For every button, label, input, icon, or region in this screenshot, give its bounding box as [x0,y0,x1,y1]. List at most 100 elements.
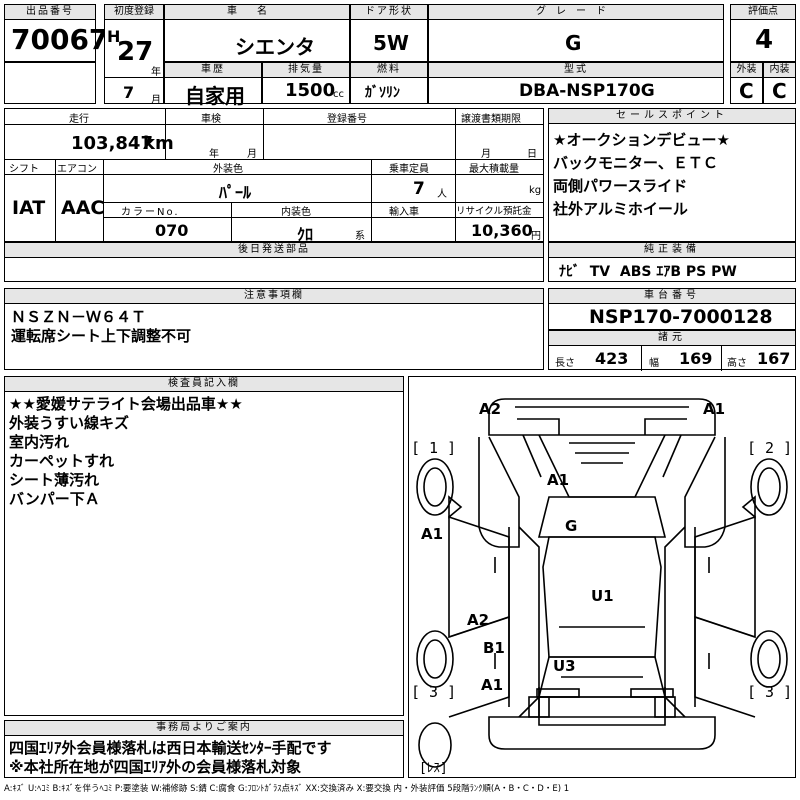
section-bracket: [ 3 ] [747,683,793,701]
later-parts-label: 後日発送部品 [5,243,543,258]
grade-box: グレード G [428,4,724,62]
sales-points-label: セールスポイント [549,109,795,124]
int-color-label: 内装色 [281,207,311,218]
equipment-box: 純正装備 ﾅﾋﾞ TV ABS ｴｱB PS PW [548,242,796,282]
lot-blank-box [4,62,96,104]
import-label: 輸入車 [389,207,419,218]
mileage-unit: km [143,133,174,154]
history-box: 車歴 自家用 [164,62,262,108]
first-registration-label: 初度登録 [105,5,163,20]
year-unit: 年 [151,67,161,78]
note-line: ＮＳＺＮ－Ｗ６４Ｔ [11,308,147,326]
score-label: 評価点 [731,5,795,20]
score: 4 [755,25,774,55]
era: H [107,27,121,46]
damage-mark: A2 [467,611,490,629]
month-unit: 月 [151,95,161,106]
max-load-unit: kg [529,185,542,196]
section-bracket: [ 3 ] [411,683,457,701]
int-color: ｸﾛ [297,225,314,244]
damage-mark: A1 [703,400,726,418]
inspector-line: カーペットすれ [9,452,115,470]
score-box: 評価点 4 [730,4,796,62]
inspection-year-unit: 年 [209,149,219,160]
sales-point: 両側パワースライド [553,177,688,195]
damage-diagram: A2 A1 A1 G A1 U1 A2 B1 U3 A1 [ 1 ] [ 2 ]… [408,376,796,778]
car-name: シエンタ [235,35,315,59]
note-line: 運転席シート上下調整不可 [11,327,192,345]
door-label: ドア形状 [351,5,427,20]
lot-number-box: 出品番号 70067 [4,4,108,62]
car-outline-diagram [416,398,788,768]
details-table: 走行 車検 登録番号 譲渡書類期限 103,847 km 年 月 月 日 シフト… [4,108,544,244]
int-grade: C [772,79,787,103]
grade: G [565,31,582,55]
damage-mark: U3 [553,657,576,675]
damage-mark: B1 [483,639,505,657]
inspector-line: 外装うすい線キズ [9,414,130,432]
capacity: 7 [413,179,425,199]
shift-label: シフト [9,164,39,175]
first-registration-box: 初度登録 H 27 年 7 月 [104,4,164,106]
length: 423 [595,349,629,368]
transfer-day-unit: 日 [527,149,537,160]
inspector-line: バンパー下Ａ [9,490,100,508]
width-label: 幅 [649,358,659,369]
sales-point: ★オークションデビュー★ [553,131,730,149]
shift: IAT [12,197,46,219]
capacity-unit: 人 [437,189,447,200]
office-line: 四国ｴﾘｱ外会員様落札は西日本輸送ｾﾝﾀｰ手配です [9,739,332,757]
inspector-line: ★★愛媛サテライト会場出品車★★ [9,395,243,413]
height: 167 [757,349,791,368]
mileage-label: 走行 [69,114,89,125]
notes-box: 注意事項欄 ＮＳＺＮ－Ｗ６４Ｔ 運転席シート上下調整不可 [4,288,544,370]
ext-color: ﾊﾟｰﾙ [219,183,252,202]
notes-label: 注意事項欄 [5,289,543,304]
inspector-line: シート薄汚れ [9,471,100,489]
reg-year: 27 [117,37,154,67]
color-no-label: カラーNo. [121,207,180,218]
door-box: ドア形状 5W [350,4,428,62]
damage-mark: U1 [591,587,614,605]
equipment-label: 純正装備 [549,243,795,258]
ext-color-label: 外装色 [213,164,243,175]
sales-point: 社外アルミホイール [553,200,688,218]
office-box: 事務局よりご案内 四国ｴﾘｱ外会員様落札は西日本輸送ｾﾝﾀｰ手配です ※本社所在… [4,720,404,778]
car-name-label: 車名 [165,5,349,20]
damage-mark: A1 [421,525,444,543]
chassis-box: 車台番号 NSP170-7000128 [548,288,796,330]
max-load-label: 最大積載量 [469,164,519,175]
length-label: 長さ [555,358,575,369]
lot-number-label: 出品番号 [5,5,95,20]
reg-month: 7 [123,83,135,102]
reg-no-label: 登録番号 [327,114,367,125]
later-parts-box: 後日発送部品 [4,242,544,282]
car-name-box: 車名 シエンタ [164,4,350,62]
recycle: 10,360 [471,221,533,240]
sales-point: バックモニター、ＥＴＣ [553,154,718,172]
model-label: 型式 [429,63,723,78]
displacement: 1500 [285,80,336,101]
mileage: 103,847 [71,133,153,154]
inspector-line: 室内汚れ [9,433,70,451]
inspector-box: 検査員記入欄 ★★愛媛サテライト会場出品車★★ 外装うすい線キズ 室内汚れ カー… [4,376,404,716]
history-label: 車歴 [165,63,261,78]
aircon: AAC [61,197,105,219]
color-no: 070 [155,221,189,240]
inspector-label: 検査員記入欄 [5,377,403,392]
chassis-number: NSP170-7000128 [589,306,773,328]
ext-grade-box: 外装 C [730,62,763,104]
ext-grade-label: 外装 [731,63,762,78]
recycle-unit: 円 [531,231,541,242]
displacement-label: 排気量 [263,63,349,78]
damage-mark: A2 [479,400,502,418]
width: 169 [679,349,713,368]
capacity-label: 乗車定員 [389,164,429,175]
height-label: 高さ [727,358,747,369]
model-code: DBA-NSP170G [519,81,655,101]
fuel: ｶﾞｿﾘﾝ [365,85,400,101]
section-bracket: [ 2 ] [747,439,793,457]
chassis-label: 車台番号 [549,289,795,304]
int-grade-box: 内装 C [763,62,796,104]
dims-label: 諸元 [549,331,795,346]
